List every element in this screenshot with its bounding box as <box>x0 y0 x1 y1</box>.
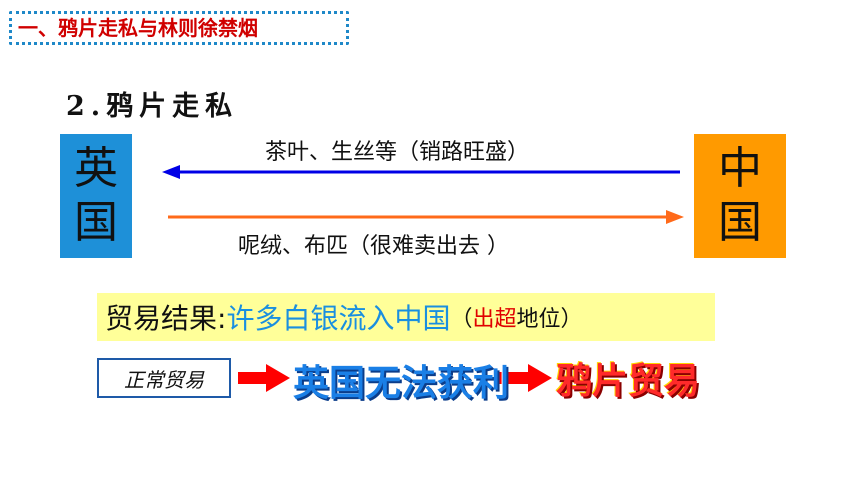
normal-trade-box: 正常贸易 <box>97 358 231 398</box>
country-china-char1: 中 <box>718 143 762 194</box>
country-uk-char1: 英 <box>74 143 118 194</box>
arrow-to-uk <box>162 165 680 179</box>
chain-step-uk-no-profit: 英国无法获利 <box>293 363 510 404</box>
country-uk-char2: 国 <box>74 197 118 248</box>
result-paren-rest: 地位） <box>516 307 583 332</box>
result-paren-open: （ <box>450 307 473 332</box>
country-box-china: 中 国 <box>694 134 786 258</box>
chain-arrow-1 <box>238 364 290 392</box>
result-highlight: 出超 <box>472 307 517 332</box>
chain-arrow-2 <box>496 364 552 392</box>
trade-result-box: 贸易结果: 许多白银流入中国 （ 出超 地位） <box>97 293 715 341</box>
subheading: 2.鸦片走私 <box>66 91 239 122</box>
arrow-to-china <box>168 210 684 224</box>
country-china-char2: 国 <box>718 197 762 248</box>
normal-trade-text: 正常贸易 <box>124 367 204 392</box>
flow-label-woolen-cloth: 呢绒、布匹（很难卖出去 ） <box>238 234 509 259</box>
result-value: 许多白银流入中国 <box>226 302 451 335</box>
chain-step-opium-trade: 鸦片贸易 <box>556 361 701 402</box>
section-title-text: 一、鸦片走私与林则徐禁烟 <box>18 16 258 40</box>
result-label: 贸易结果: <box>105 302 227 335</box>
section-title: 一、鸦片走私与林则徐禁烟 <box>9 11 349 45</box>
flow-label-tea-silk: 茶叶、生丝等（销路旺盛） <box>265 140 530 165</box>
country-box-uk: 英 国 <box>60 134 132 258</box>
